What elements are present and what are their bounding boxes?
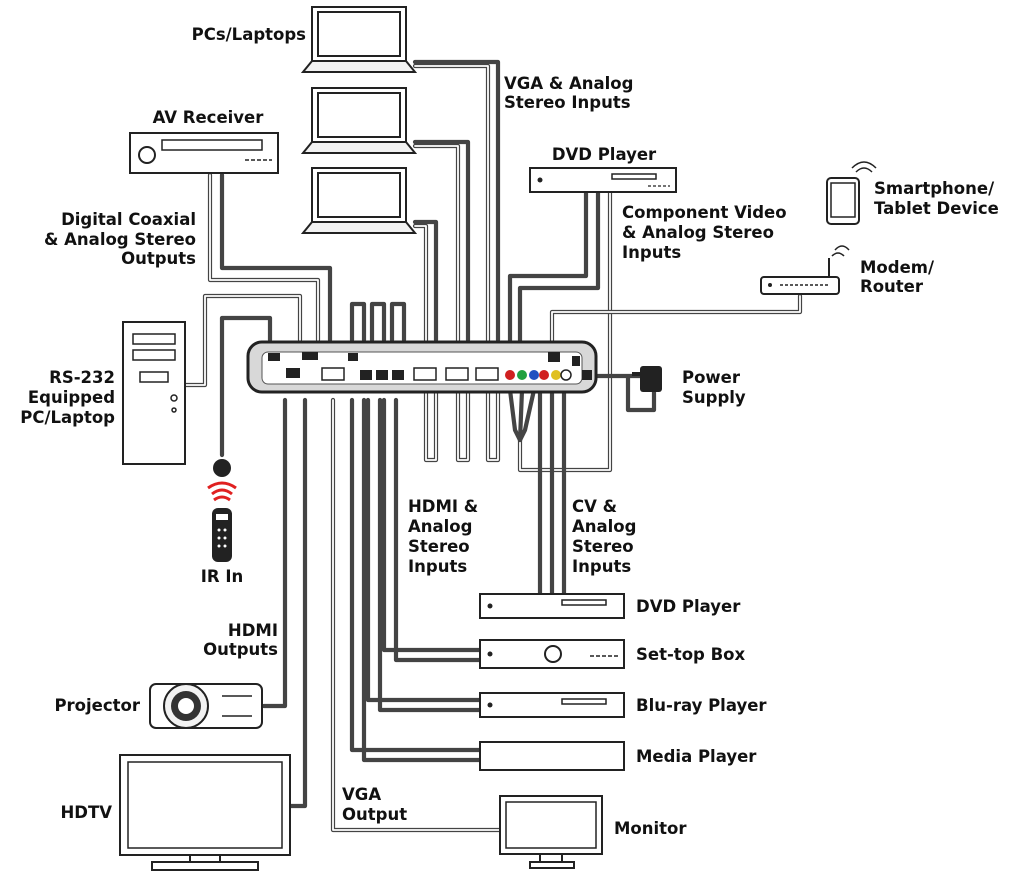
laptop-icon — [300, 167, 418, 234]
monitor-icon — [499, 795, 603, 869]
label-vga-analog-inputs: Stereo Inputs — [504, 93, 631, 112]
label-hdtv: HDTV — [60, 803, 112, 822]
label-digital-coaxial: Outputs — [121, 249, 196, 268]
label-vga-output: VGA — [342, 785, 381, 804]
label-cv-inputs: Stereo — [572, 537, 634, 556]
label-digital-coaxial: Digital Coaxial — [61, 210, 196, 229]
laptop-icon — [300, 6, 418, 73]
dvd-player-icon — [479, 593, 625, 619]
label-av-receiver: AV Receiver — [153, 108, 265, 127]
tv-icon — [119, 754, 291, 871]
label-modem-router: Router — [860, 277, 924, 296]
label-media-player: Media Player — [636, 747, 757, 766]
label-component-video: Inputs — [622, 243, 681, 262]
ir-remote-icon — [207, 459, 237, 562]
tablet-icon — [826, 161, 877, 225]
label-vga-output: Output — [342, 805, 407, 824]
label-hdmi-inputs: Inputs — [408, 557, 467, 576]
projector-icon — [149, 683, 263, 729]
label-component-video: Component Video — [622, 203, 787, 222]
dvd-player-icon — [529, 167, 677, 193]
label-digital-coaxial: & Analog Stereo — [44, 230, 196, 249]
label-cv-inputs: Inputs — [572, 557, 631, 576]
label-cv-inputs: Analog — [572, 517, 636, 536]
label-hdmi-outputs: Outputs — [203, 640, 278, 659]
label-ir-in: IR In — [201, 567, 243, 586]
label-dvd-player-top: DVD Player — [552, 145, 657, 164]
av-receiver-icon — [129, 132, 279, 174]
media-player-icon — [479, 741, 625, 771]
label-hdmi-inputs: Stereo — [408, 537, 470, 556]
label-projector: Projector — [54, 696, 140, 715]
label-hdmi-inputs: Analog — [408, 517, 472, 536]
power-adapter-icon — [632, 366, 662, 392]
set-top-box-icon — [479, 639, 625, 669]
label-monitor: Monitor — [614, 819, 687, 838]
label-power-supply: Supply — [682, 388, 746, 407]
label-rs232: PC/Laptop — [20, 408, 115, 427]
router-icon — [760, 245, 850, 295]
label-hdmi-outputs: HDMI — [228, 621, 278, 640]
pc-tower-icon — [122, 321, 186, 465]
bluray-player-icon — [479, 692, 625, 718]
label-component-video: & Analog Stereo — [622, 223, 774, 242]
label-vga-analog-inputs: VGA & Analog — [504, 74, 633, 93]
label-bluray-player: Blu-ray Player — [636, 696, 767, 715]
matrix-switcher-hub — [246, 340, 598, 394]
label-smartphone-tablet: Smartphone/ — [874, 179, 995, 198]
laptop-icon — [300, 87, 418, 154]
label-hdmi-inputs: HDMI & — [408, 497, 478, 516]
labels: PCs/Laptops VGA & Analog Stereo Inputs A… — [20, 25, 999, 838]
label-pcs-laptops: PCs/Laptops — [192, 25, 307, 44]
label-smartphone-tablet: Tablet Device — [874, 199, 999, 218]
label-rs232: RS-232 — [49, 368, 115, 387]
label-power-supply: Power — [682, 368, 741, 387]
label-set-top-box: Set-top Box — [636, 645, 746, 664]
cables — [182, 59, 803, 833]
label-dvd-player-bottom: DVD Player — [636, 597, 741, 616]
label-rs232: Equipped — [28, 388, 115, 407]
label-modem-router: Modem/ — [860, 258, 935, 277]
label-cv-inputs: CV & — [572, 497, 617, 516]
